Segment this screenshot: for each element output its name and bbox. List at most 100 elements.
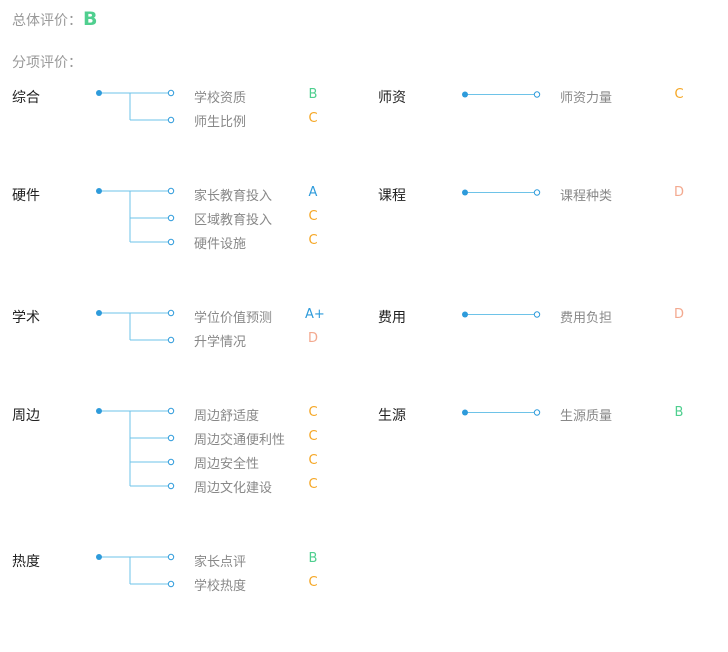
sub-item-label: 学校热度 [194, 579, 247, 594]
tree-connector [96, 309, 175, 344]
tree-connector [96, 553, 175, 588]
root-node-dot [462, 91, 468, 98]
root-node-dot [462, 409, 468, 416]
leaf-node-circle [533, 91, 541, 98]
sub-item: 硬件设施 C [194, 233, 324, 257]
overall-rating-grade: B [83, 8, 98, 30]
sub-item-label: 周边舒适度 [194, 409, 260, 424]
sub-item: 课程种类 D [560, 185, 690, 209]
sub-item-grade: A+ [305, 307, 325, 322]
leaf-node-circle [167, 187, 175, 195]
sub-item-label: 周边安全性 [194, 457, 260, 472]
leaf-node-circle [167, 116, 175, 124]
leaf-node-circle [167, 309, 175, 317]
sub-item-label: 周边交通便利性 [194, 433, 286, 448]
sub-item: 家长教育投入 A [194, 185, 324, 209]
category-name: 生源 [378, 408, 406, 424]
overall-rating: 总体评价： B [12, 8, 97, 30]
sub-item-label: 生源质量 [560, 409, 613, 424]
sub-item-grade: C [308, 405, 318, 420]
sub-item-grade: C [308, 209, 318, 224]
tree-connector [96, 187, 175, 246]
category-name: 硬件 [12, 188, 40, 204]
leaf-node-circle [167, 482, 175, 490]
leaf-node-circle [167, 553, 175, 561]
sub-item-label: 硬件设施 [194, 237, 247, 252]
sub-item-label: 课程种类 [560, 189, 613, 204]
leaf-node-circle [167, 580, 175, 588]
sub-item-list: 学位价值预测 A+ 升学情况 D [194, 307, 325, 355]
leaf-node-circle [533, 409, 541, 416]
sub-item-grade: C [308, 575, 318, 590]
leaf-node-circle [167, 434, 175, 442]
tree-connector [462, 409, 541, 416]
category-name: 热度 [12, 554, 40, 570]
leaf-node-circle [533, 311, 541, 318]
leaf-node-circle [167, 336, 175, 344]
category-name: 师资 [378, 90, 406, 106]
category-name: 周边 [12, 408, 40, 424]
sub-item: 升学情况 D [194, 331, 324, 355]
sub-item-list: 课程种类 D [560, 185, 690, 209]
sub-item-grade: A [308, 185, 318, 200]
category-name: 课程 [378, 188, 406, 204]
tree-connector [96, 89, 175, 124]
sub-item-grade: C [308, 453, 318, 468]
tree-connector [96, 407, 175, 490]
leaf-node-circle [533, 189, 541, 196]
sub-item-grade: C [308, 111, 318, 126]
sub-item: 学位价值预测 A+ [194, 307, 325, 331]
sub-item: 学校热度 C [194, 575, 324, 599]
sub-item-grade: B [308, 87, 318, 102]
root-node-dot [462, 311, 468, 318]
sub-item-label: 升学情况 [194, 335, 247, 350]
sub-item-label: 师资力量 [560, 91, 613, 106]
sub-item-label: 周边文化建设 [194, 481, 273, 496]
root-node-dot [96, 188, 102, 194]
sub-item-grade: B [308, 551, 318, 566]
sub-item-list: 师资力量 C [560, 87, 690, 111]
sub-item-label: 学校资质 [194, 91, 247, 106]
sub-item: 区域教育投入 C [194, 209, 324, 233]
sub-item: 师生比例 C [194, 111, 324, 135]
root-node-dot [96, 90, 102, 96]
root-node-dot [96, 408, 102, 414]
sub-item: 师资力量 C [560, 87, 690, 111]
tree-connector [462, 189, 541, 196]
tree-connector [462, 311, 541, 318]
sub-item-label: 区域教育投入 [194, 213, 273, 228]
category-name: 综合 [12, 90, 40, 106]
sub-item: 家长点评 B [194, 551, 324, 575]
overall-rating-label: 总体评价： [12, 13, 82, 29]
root-node-dot [96, 310, 102, 316]
sub-item-list: 家长点评 B 学校热度 C [194, 551, 324, 599]
sub-item-grade: D [307, 331, 318, 346]
sub-item-label: 学位价值预测 [194, 311, 273, 326]
sub-item-grade: C [308, 477, 318, 492]
sub-item-list: 周边舒适度 C 周边交通便利性 C 周边安全性 C 周边文化建设 C [194, 405, 324, 501]
sub-item-label: 家长教育投入 [194, 189, 273, 204]
leaf-node-circle [167, 238, 175, 246]
tree-connector [462, 91, 541, 98]
sub-item-grade: C [308, 233, 318, 248]
sub-item-label: 师生比例 [194, 115, 247, 130]
leaf-node-circle [167, 407, 175, 415]
sub-item: 周边舒适度 C [194, 405, 324, 429]
sub-item: 周边安全性 C [194, 453, 324, 477]
category-name: 费用 [378, 310, 406, 326]
sub-item-grade: C [674, 87, 684, 102]
leaf-node-circle [167, 458, 175, 466]
sub-item: 周边交通便利性 C [194, 429, 324, 453]
category-name: 学术 [12, 310, 40, 326]
leaf-node-circle [167, 89, 175, 97]
sub-item: 周边文化建设 C [194, 477, 324, 501]
leaf-node-circle [167, 214, 175, 222]
sub-item-label: 费用负担 [560, 311, 613, 326]
sub-item-grade: D [673, 185, 684, 200]
sub-item-label: 家长点评 [194, 555, 247, 570]
sub-item-grade: C [308, 429, 318, 444]
root-node-dot [462, 189, 468, 196]
sub-item-list: 学校资质 B 师生比例 C [194, 87, 324, 135]
